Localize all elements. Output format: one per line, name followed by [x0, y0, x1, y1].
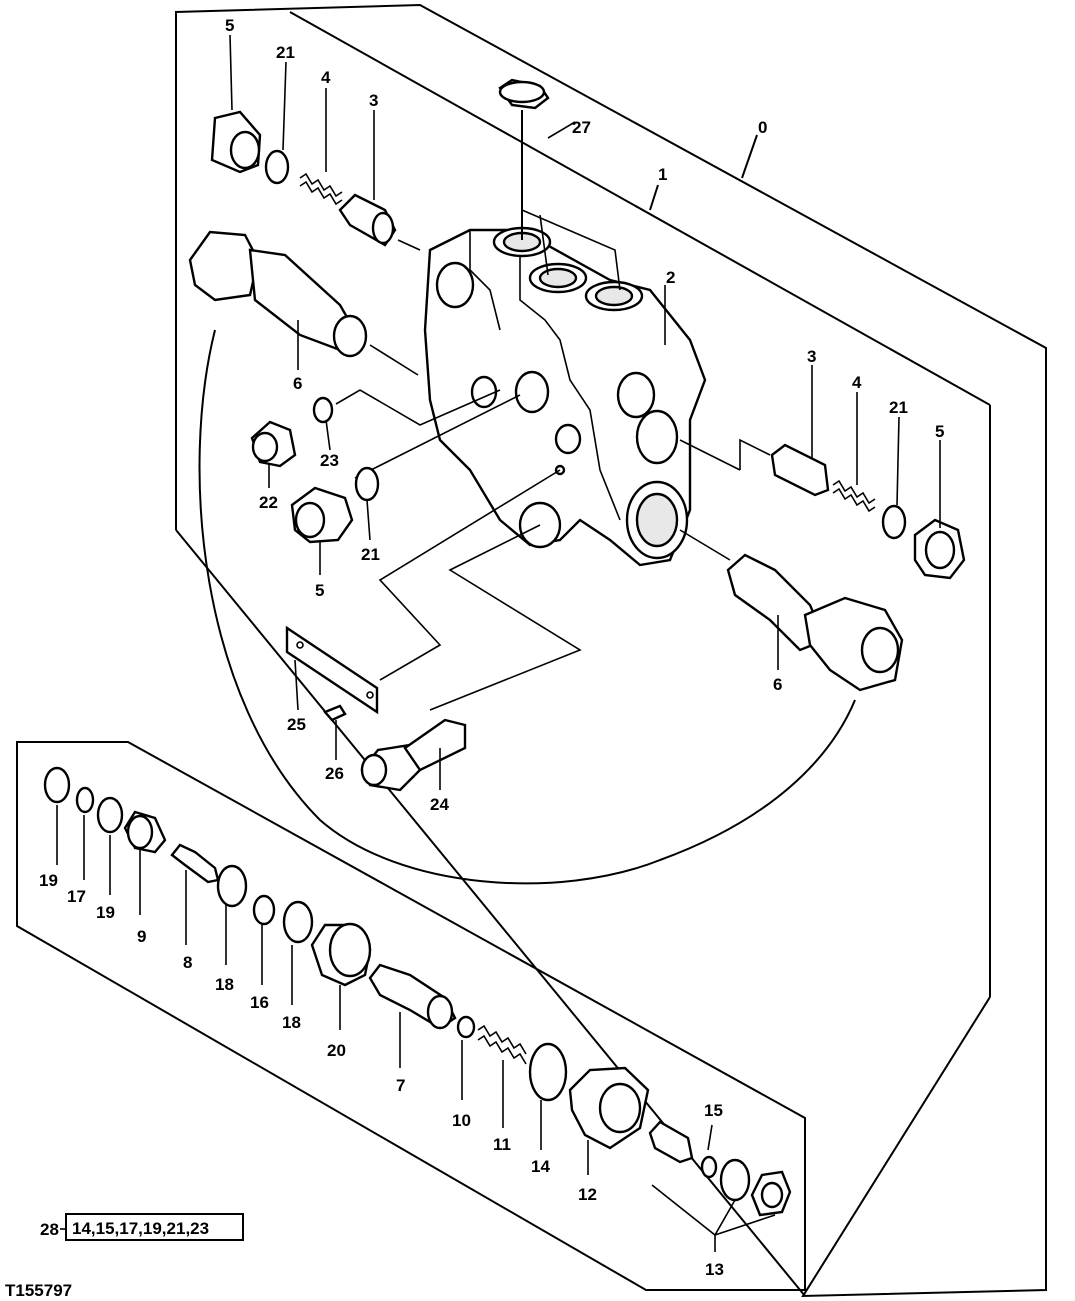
callout-25: 25	[287, 715, 306, 734]
callout-20: 20	[327, 1041, 346, 1060]
part-16-oring	[252, 894, 276, 926]
part-4-spring-top	[299, 172, 343, 206]
part-21-oring-right	[881, 504, 907, 540]
part-11-spring	[477, 1024, 527, 1065]
part-24-bolt	[360, 718, 467, 792]
callout-5-mid: 5	[315, 581, 324, 600]
part-4-spring-right	[832, 479, 876, 513]
kit-reference: 28 14,15,17,19,21,23	[40, 1213, 244, 1241]
part-3-spool-right	[770, 443, 830, 497]
part-14-oring-large	[528, 1042, 568, 1102]
part-9-seat	[123, 810, 167, 854]
callout-7: 7	[396, 1076, 405, 1095]
callout-4-right: 4	[852, 373, 862, 392]
part-3-spool-top	[338, 193, 397, 247]
callout-21-mid: 21	[361, 545, 380, 564]
part-8-poppet	[170, 843, 220, 884]
part-20-sleeve	[310, 922, 372, 987]
callout-0: 0	[758, 118, 767, 137]
callout-2: 2	[666, 268, 675, 287]
part-27-cap	[498, 78, 550, 110]
part-23-oring-small	[312, 396, 334, 424]
part-12-plug-large	[568, 1066, 650, 1150]
part-5-plug-top	[210, 110, 262, 174]
callout-26: 26	[325, 764, 344, 783]
callout-18-b: 18	[282, 1013, 301, 1032]
callout-6-right: 6	[773, 675, 782, 694]
part-26-screw	[322, 704, 347, 722]
leader-lines-lower	[56, 34, 941, 1252]
callout-5-right: 5	[935, 422, 944, 441]
part-19-washer-b	[96, 796, 124, 834]
leader-lines	[335, 110, 771, 711]
callout-24: 24	[430, 795, 449, 814]
part-13-washer	[719, 1158, 751, 1202]
part-22-plug	[250, 420, 297, 468]
callout-15: 15	[704, 1101, 723, 1120]
part-5-plug-mid	[290, 486, 354, 544]
callout-4-top: 4	[321, 68, 331, 87]
part-6-cartridge-right	[726, 553, 904, 692]
callout-labels: 0 1 2 27 5 21 4 3 6 23 22 21 5 3 4 21 5 …	[39, 16, 944, 1279]
callout-22: 22	[259, 493, 278, 512]
callout-27: 27	[572, 118, 591, 137]
part-6-cartridge-left	[188, 230, 368, 358]
callout-12: 12	[578, 1185, 597, 1204]
part-17-oring	[75, 786, 95, 814]
valve-housing	[423, 226, 707, 567]
callout-19-b: 19	[96, 903, 115, 922]
part-18-backup-ring-a	[216, 864, 248, 908]
callout-3-right: 3	[807, 347, 816, 366]
callout-23: 23	[320, 451, 339, 470]
callout-21-right: 21	[889, 398, 908, 417]
subassembly-leader-curve	[198, 329, 856, 885]
callout-5-top: 5	[225, 16, 234, 35]
part-10-ring	[456, 1015, 476, 1039]
callout-8: 8	[183, 953, 192, 972]
kit-number: 28	[40, 1220, 59, 1239]
callout-18-a: 18	[215, 975, 234, 994]
part-13-nut	[750, 1170, 792, 1217]
part-25-nameplate	[285, 625, 379, 715]
callout-10: 10	[452, 1111, 471, 1130]
callout-13: 13	[705, 1260, 724, 1279]
callout-14: 14	[531, 1157, 550, 1176]
part-19-washer-a	[43, 766, 71, 804]
callout-11: 11	[493, 1135, 511, 1154]
part-5-plug-right	[913, 518, 966, 580]
part-15-oring-small	[700, 1155, 718, 1179]
callout-17: 17	[67, 887, 86, 906]
part-13-adjuster-screw	[648, 1120, 694, 1164]
callout-6-left: 6	[293, 374, 302, 393]
part-21-oring-top	[264, 149, 290, 185]
part-21-oring-mid	[354, 466, 380, 502]
callout-21-top: 21	[276, 43, 295, 62]
figure-id: T155797	[5, 1281, 72, 1300]
kit-contents-box	[65, 1213, 244, 1241]
callout-1: 1	[658, 165, 667, 184]
part-18-backup-ring-b	[282, 900, 314, 944]
callout-9: 9	[137, 927, 146, 946]
kit-contents: 14,15,17,19,21,23	[72, 1219, 209, 1238]
callout-3-top: 3	[369, 91, 378, 110]
part-7-piston	[368, 963, 457, 1030]
callout-16: 16	[250, 993, 269, 1012]
main-assembly-frame	[175, 3, 1047, 1298]
cartridge-subassembly-frame	[16, 741, 806, 1291]
callout-19-a: 19	[39, 871, 58, 890]
